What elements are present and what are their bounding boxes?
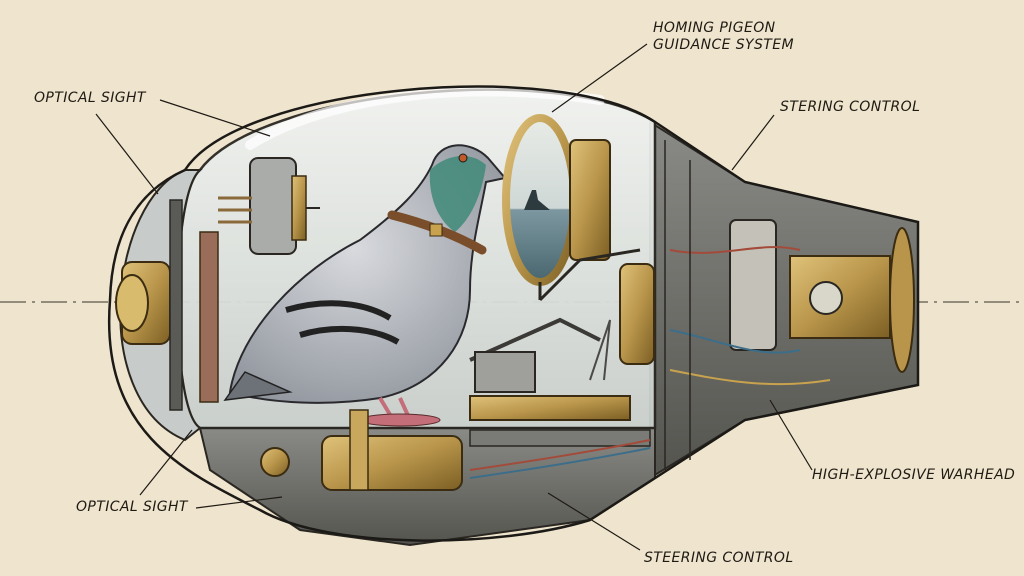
bomb-outline [107,85,920,542]
label-homing-pigeon-guidance: HOMING PIGEON GUIDANCE SYSTEM [653,20,794,54]
label-homing-pigeon-line2: GUIDANCE SYSTEM [653,37,794,53]
pigeon [223,144,507,427]
lower-mechanism [260,409,651,491]
glass-highlight [245,86,605,150]
label-optical-sight-bottom: OPTICAL SIGHT [76,499,188,515]
upper-sight-assembly [199,157,320,403]
target-screen [502,114,611,300]
label-steering-control-top: STERING CONTROL [780,99,921,115]
warhead-assembly [664,140,915,470]
label-steering-control-bottom: STEERING CONTROL [644,550,794,566]
label-high-explosive-warhead: HIGH-EXPLOSIVE WARHEAD [812,467,1016,483]
leader-lines [95,43,813,551]
nose-optical-sight [115,199,183,411]
label-homing-pigeon-line1: HOMING PIGEON [653,20,776,36]
steering-linkage [469,248,655,421]
label-optical-sight-top: OPTICAL SIGHT [34,90,146,106]
